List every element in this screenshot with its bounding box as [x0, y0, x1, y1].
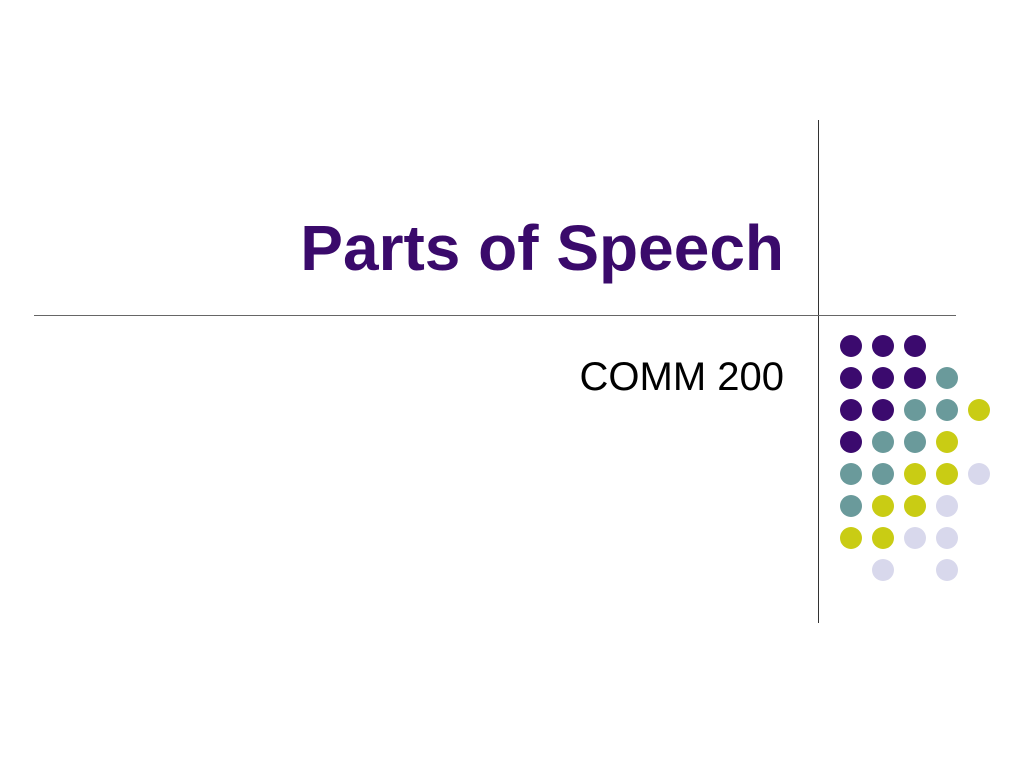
decorative-dot [904, 495, 926, 517]
decorative-dot [936, 559, 958, 581]
decorative-dot [936, 463, 958, 485]
decorative-dot [840, 431, 862, 453]
decorative-dot [904, 399, 926, 421]
horizontal-divider [34, 315, 956, 316]
decorative-dot [936, 527, 958, 549]
decorative-dot [936, 367, 958, 389]
decorative-dot [936, 495, 958, 517]
decorative-dot [904, 335, 926, 357]
decorative-dot [936, 399, 958, 421]
decorative-dot [840, 335, 862, 357]
decorative-dot [872, 559, 894, 581]
decorative-dot [872, 367, 894, 389]
decorative-dot [872, 495, 894, 517]
slide-subtitle: COMM 200 [579, 355, 785, 399]
decorative-dot [840, 495, 862, 517]
decorative-dot [904, 367, 926, 389]
slide-title: Parts of Speech [300, 212, 784, 284]
decorative-dot [904, 463, 926, 485]
decorative-dot [872, 399, 894, 421]
vertical-divider [818, 120, 819, 623]
decorative-dot [904, 527, 926, 549]
decorative-dot [840, 463, 862, 485]
decorative-dot [968, 399, 990, 421]
decorative-dot [872, 335, 894, 357]
decorative-dot [872, 431, 894, 453]
decorative-dot [904, 431, 926, 453]
decorative-dot [968, 463, 990, 485]
decorative-dot [872, 463, 894, 485]
decorative-dot [936, 431, 958, 453]
decorative-dot [840, 527, 862, 549]
decorative-dot [840, 367, 862, 389]
decorative-dot [840, 399, 862, 421]
decorative-dot [872, 527, 894, 549]
